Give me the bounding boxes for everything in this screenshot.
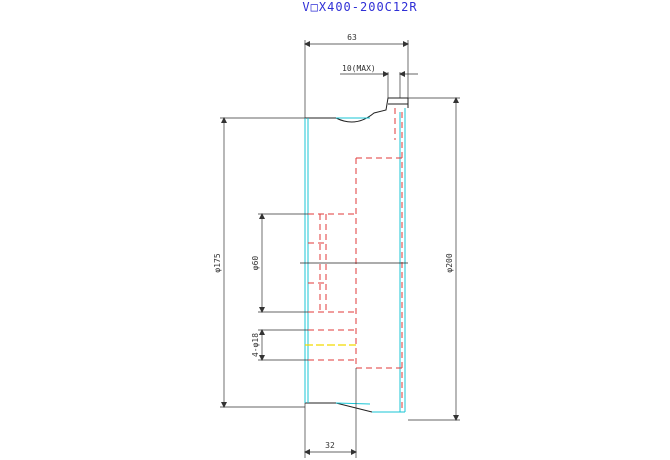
dim-175 <box>220 117 305 408</box>
dim-60 <box>258 213 308 313</box>
dim-32 <box>304 368 357 458</box>
cyan-contour <box>304 108 406 413</box>
dim-10max-label: 10(MAX) <box>342 64 376 73</box>
dim-200 <box>408 97 460 421</box>
dim-32-label: 32 <box>325 441 335 450</box>
dim-60-label: φ60 <box>251 256 260 271</box>
dim-holes <box>258 329 308 361</box>
dim-200-label: φ200 <box>445 253 454 272</box>
dim-63-label: 63 <box>347 33 357 42</box>
hidden-lines <box>308 108 403 408</box>
dim-holes-label: 4-φ18 <box>251 333 260 357</box>
dim-10max <box>340 71 418 98</box>
dim-63 <box>304 40 409 118</box>
dim-175-label: φ175 <box>213 253 222 272</box>
drawing-title: V□X400-200C12R <box>302 0 418 14</box>
